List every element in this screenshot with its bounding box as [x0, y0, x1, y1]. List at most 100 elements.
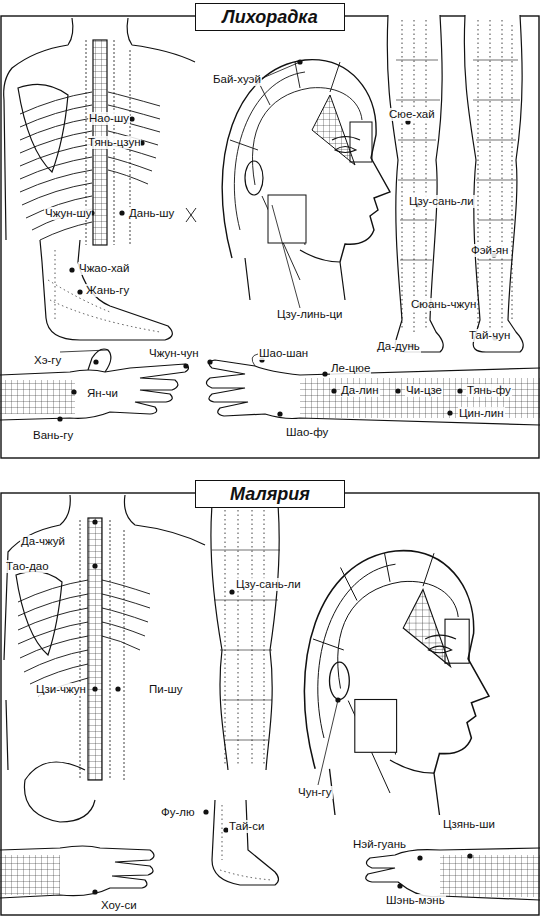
- point-label: Цзу-линь-ци: [276, 308, 344, 321]
- point-label: Шао-фу: [285, 426, 329, 439]
- panel-frame: [1, 493, 539, 915]
- point-label: Фэй-ян: [470, 244, 509, 257]
- acupoint-dot: [57, 416, 62, 421]
- point-label: Чун-гу: [297, 786, 333, 799]
- head-figure: [222, 60, 390, 300]
- point-label: Чи-цзе: [405, 384, 443, 397]
- back-figure: [4, 495, 205, 660]
- heading-box: Лихорадка: [195, 3, 345, 31]
- point-label: Ле-цюе: [330, 362, 371, 375]
- head-figure: [304, 551, 489, 815]
- point-label: Цин-лин: [458, 407, 505, 420]
- acupoint-dot: [467, 853, 472, 858]
- point-label: Цзи-чжун: [35, 683, 87, 696]
- acupoint-dot: [92, 889, 97, 894]
- foot-figure: [220, 805, 272, 880]
- point-label: Да-дунь: [376, 340, 421, 353]
- acupoint-dot: [203, 809, 208, 814]
- leg-figure: [396, 60, 520, 260]
- acupoint-dot: [395, 388, 400, 393]
- point-label: Хоу-си: [100, 899, 138, 912]
- hand-figure: [0, 846, 154, 898]
- acupoint-dot: [229, 589, 234, 594]
- acupoint-dot: [93, 359, 98, 364]
- hand-figure: [88, 349, 111, 372]
- head-figure: [318, 700, 338, 785]
- acupoint-dot: [397, 883, 402, 888]
- arm-figure: [440, 855, 540, 897]
- point-label: Тянь-цзун: [87, 136, 141, 149]
- leg-figure: [225, 510, 264, 765]
- point-label: Да-лин: [340, 384, 380, 397]
- acupoint-dot: [92, 563, 97, 568]
- head-figure: [335, 697, 340, 702]
- point-label: Шэнь-мэнь: [385, 894, 446, 907]
- back-figure: [186, 208, 196, 222]
- point-label: Цзу-сань-ли: [235, 578, 302, 591]
- acupoint-dot: [71, 389, 76, 394]
- acupoint-dot: [417, 855, 422, 860]
- acupoint-dot: [57, 359, 188, 421]
- head-figure: [222, 59, 390, 308]
- acupoint-dot: [405, 119, 497, 348]
- acupoint-dot: [69, 267, 74, 272]
- hand-figure: [0, 380, 75, 414]
- point-label: Пи-шу: [148, 683, 184, 696]
- hand-figure: [0, 364, 189, 420]
- acupoint-dot: [183, 363, 188, 368]
- back-figure: [88, 518, 102, 780]
- point-label: Нао-шу: [88, 112, 130, 125]
- point-label: Тянь-фу: [466, 384, 512, 397]
- hand-figure: [0, 855, 60, 895]
- back-figure: [20, 92, 92, 240]
- head-figure: [258, 62, 300, 308]
- point-label: Тай-си: [228, 820, 265, 833]
- acupoint-dot: [92, 519, 97, 524]
- heading-text: Лихорадка: [222, 7, 317, 28]
- back-figure: [4, 18, 196, 245]
- acupoint-dot: [447, 410, 452, 415]
- acupoint-dot: [77, 289, 82, 294]
- head-figure: [297, 59, 302, 64]
- foot-figure: [48, 250, 160, 332]
- point-label: Тао-дао: [5, 560, 50, 573]
- leg-figure: [402, 20, 512, 335]
- acupoint-dot: [129, 116, 134, 121]
- back-figure: [102, 580, 150, 650]
- acupoint-dot: [92, 686, 97, 691]
- acupoint-dot: [277, 411, 282, 416]
- point-label: Ян-чи: [86, 387, 119, 400]
- point-label: Да-чжуй: [20, 535, 66, 548]
- point-label: Шао-шан: [258, 347, 309, 360]
- head-figure: [304, 551, 489, 815]
- point-label: Тай-чун: [468, 329, 511, 342]
- foot-figure: [212, 800, 279, 885]
- hand-figure: [60, 350, 108, 352]
- acupoint-dot: [203, 809, 228, 832]
- point-label: Сюе-хай: [388, 108, 436, 121]
- acupoint-dot: [115, 686, 120, 691]
- acupoint-dot: [207, 357, 462, 416]
- panel-frame: [1, 16, 539, 458]
- leg-figure: [211, 505, 279, 770]
- arm-figure: [366, 848, 540, 900]
- acupoint-dot: [331, 388, 336, 393]
- leg-figure: [211, 505, 280, 770]
- point-label: Сюань-чжун: [410, 298, 477, 311]
- acupoint-dot: [207, 359, 212, 364]
- acupoint-dot: [92, 519, 120, 691]
- arm-figure: [206, 360, 540, 425]
- heading-text: Малярия: [230, 484, 310, 505]
- back-figure: [4, 495, 205, 822]
- back-figure: [18, 84, 68, 172]
- point-label: Дань-шу: [128, 207, 175, 220]
- point-label: Нэй-гуань: [352, 838, 407, 851]
- point-label: Чжун-шу: [44, 207, 92, 220]
- panel-frame: [1, 16, 539, 915]
- arm-figure: [206, 354, 540, 425]
- point-label: Фу-лю: [160, 806, 196, 819]
- foot-figure: [40, 240, 172, 340]
